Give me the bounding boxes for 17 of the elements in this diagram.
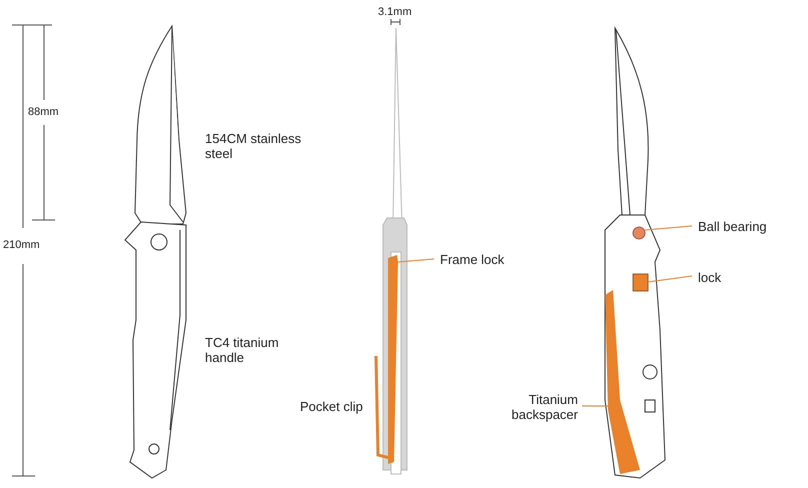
leader-line — [398, 258, 434, 262]
dimension-label: 210mm — [3, 238, 40, 253]
leader-line — [648, 276, 692, 282]
dimension-label: 88mm — [28, 105, 59, 120]
callout-text: Ball bearing — [698, 219, 767, 234]
frame-lock-bar — [388, 255, 398, 464]
ball-bearing — [632, 226, 646, 240]
leader-line — [644, 226, 692, 230]
material-label: TC4 titanium handle — [205, 335, 280, 365]
callout-text: Titanium backspacer — [498, 392, 578, 422]
backspacer-bar — [605, 290, 640, 474]
material-label: 154CM stainless steel — [205, 131, 302, 161]
callout-text: lock — [698, 270, 722, 285]
dimension-label: 3.1mm — [378, 5, 412, 20]
part-label: Pocket clip — [300, 399, 363, 414]
callout-text: Frame lock — [440, 252, 504, 267]
lock-button — [632, 274, 648, 292]
